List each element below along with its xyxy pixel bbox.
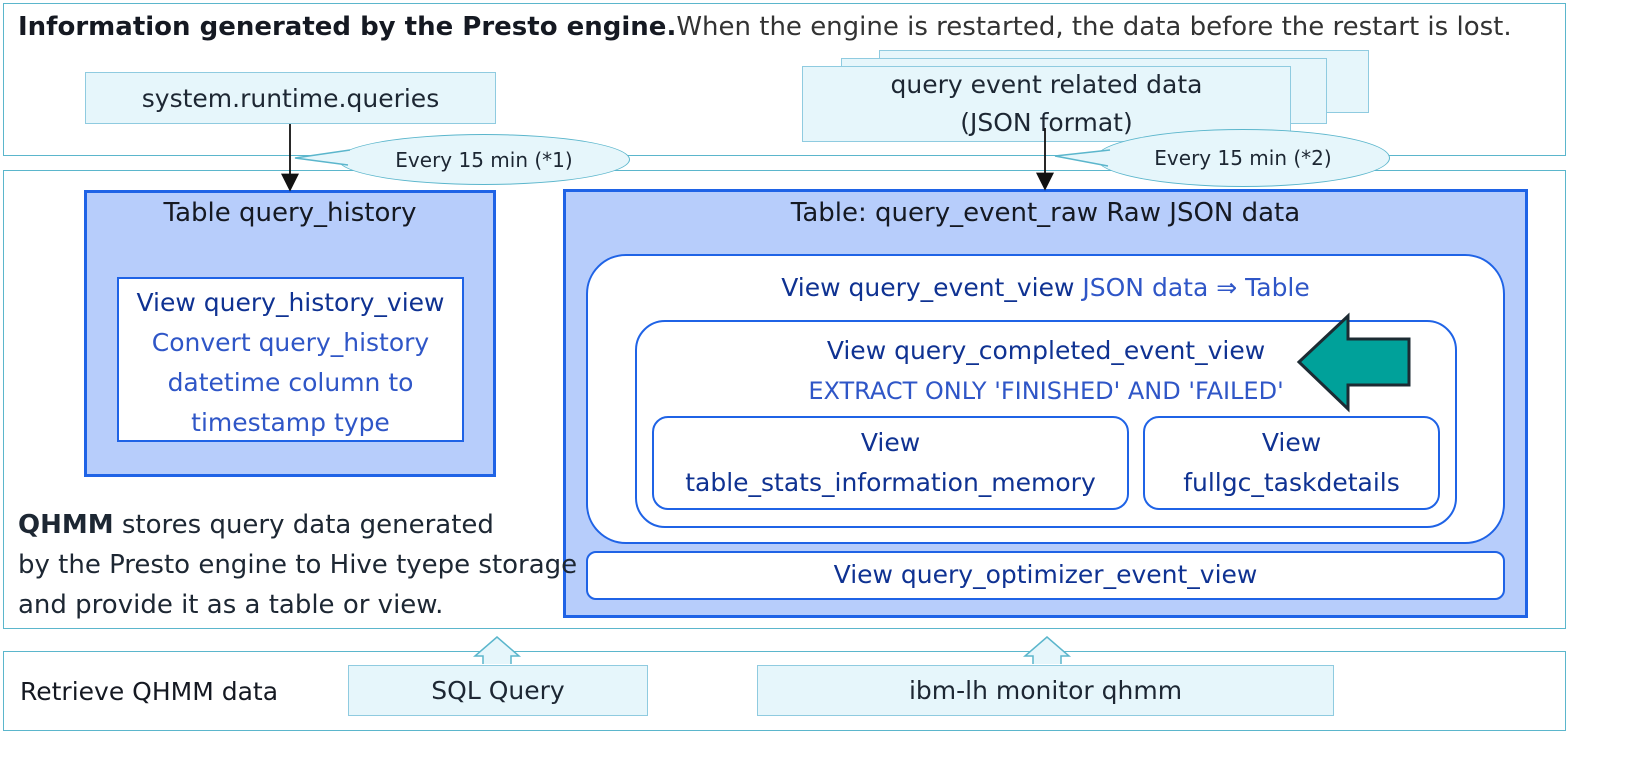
query-event-view: View query_event_view JSON data ⇒ Table … (586, 254, 1505, 544)
table-stats-information-memory-view: View table_stats_information_memory (652, 416, 1129, 510)
retrieve-label: Retrieve QHMM data (20, 677, 279, 706)
query-completed-event-view-name: View query_completed_event_view (826, 336, 1266, 365)
sql-query-box: SQL Query (348, 665, 648, 716)
query-history-view-name: View query_history_view (136, 288, 445, 317)
fullgc-taskdetails-view: View fullgc_taskdetails (1143, 416, 1440, 510)
table-stats-view-line1: View (860, 428, 921, 457)
query-event-view-header: View query_event_view JSON data ⇒ Table (588, 273, 1503, 302)
source-query-events-line2: (JSON format) (960, 108, 1133, 137)
source-runtime-queries: system.runtime.queries (85, 72, 496, 124)
ibm-lh-monitor-label: ibm-lh monitor qhmm (908, 676, 1183, 705)
sql-up-arrow (472, 636, 522, 664)
sql-query-label: SQL Query (431, 676, 565, 705)
events-schedule-label: Every 15 min (*2) (1154, 146, 1332, 170)
qhmm-description-line2: by the Presto engine to Hive tyepe stora… (18, 550, 578, 580)
events-bubble-tail (1054, 149, 1111, 167)
cli-up-arrow (1022, 636, 1072, 664)
query-event-view-desc: JSON data ⇒ Table (1082, 273, 1310, 302)
history-bubble-tail (294, 149, 351, 166)
query-event-view-name: View query_event_view (781, 273, 1075, 302)
query-optimizer-event-view: View query_optimizer_event_view (586, 551, 1505, 600)
source-query-events-line1: query event related data (890, 70, 1203, 99)
query-history-view-desc-2: datetime column to (167, 368, 414, 397)
query-history-table: Table query_history View query_history_v… (84, 190, 496, 477)
fullgc-view-line2: fullgc_taskdetails (1183, 468, 1400, 497)
engine-info-title-bold: Information generated by the Presto engi… (18, 12, 677, 42)
query-completed-event-view-desc: EXTRACT ONLY 'FINISHED' AND 'FAILED' (808, 377, 1284, 405)
qhmm-description-line1: QHMM stores query data generated (18, 505, 577, 545)
qhmm-description: QHMM stores query data generated by the … (18, 505, 577, 625)
qhmm-description-line3: and provide it as a table or view. (18, 590, 444, 620)
history-schedule-label: Every 15 min (*1) (395, 147, 573, 172)
query-history-view-desc-3: timestamp type (191, 408, 390, 437)
query-history-view: View query_history_view Convert query_hi… (117, 277, 464, 442)
fullgc-view-line1: View (1261, 428, 1322, 457)
qhmm-bold: QHMM (18, 510, 114, 540)
events-schedule-bubble: Every 15 min (*2) (1096, 129, 1390, 187)
engine-info-title: Information generated by the Presto engi… (18, 12, 1512, 42)
query-completed-event-view: View query_completed_event_view EXTRACT … (635, 320, 1457, 528)
ibm-lh-monitor-box: ibm-lh monitor qhmm (757, 665, 1334, 716)
query-event-raw-table-title: Table: query_event_raw Raw JSON data (790, 198, 1301, 228)
query-history-table-title: Table query_history (163, 198, 417, 228)
qhmm-line1-rest: stores query data generated (113, 510, 494, 540)
query-event-raw-table: Table: query_event_raw Raw JSON data Vie… (563, 189, 1528, 618)
history-schedule-bubble: Every 15 min (*1) (338, 134, 630, 185)
query-history-view-desc-1: Convert query_history (151, 328, 430, 357)
engine-info-title-rest: When the engine is restarted, the data b… (676, 12, 1512, 42)
query-optimizer-event-view-label: View query_optimizer_event_view (833, 560, 1258, 589)
highlight-arrow-icon (1296, 312, 1411, 413)
source-runtime-queries-label: system.runtime.queries (141, 83, 440, 113)
table-stats-view-line2: table_stats_information_memory (685, 468, 1096, 497)
